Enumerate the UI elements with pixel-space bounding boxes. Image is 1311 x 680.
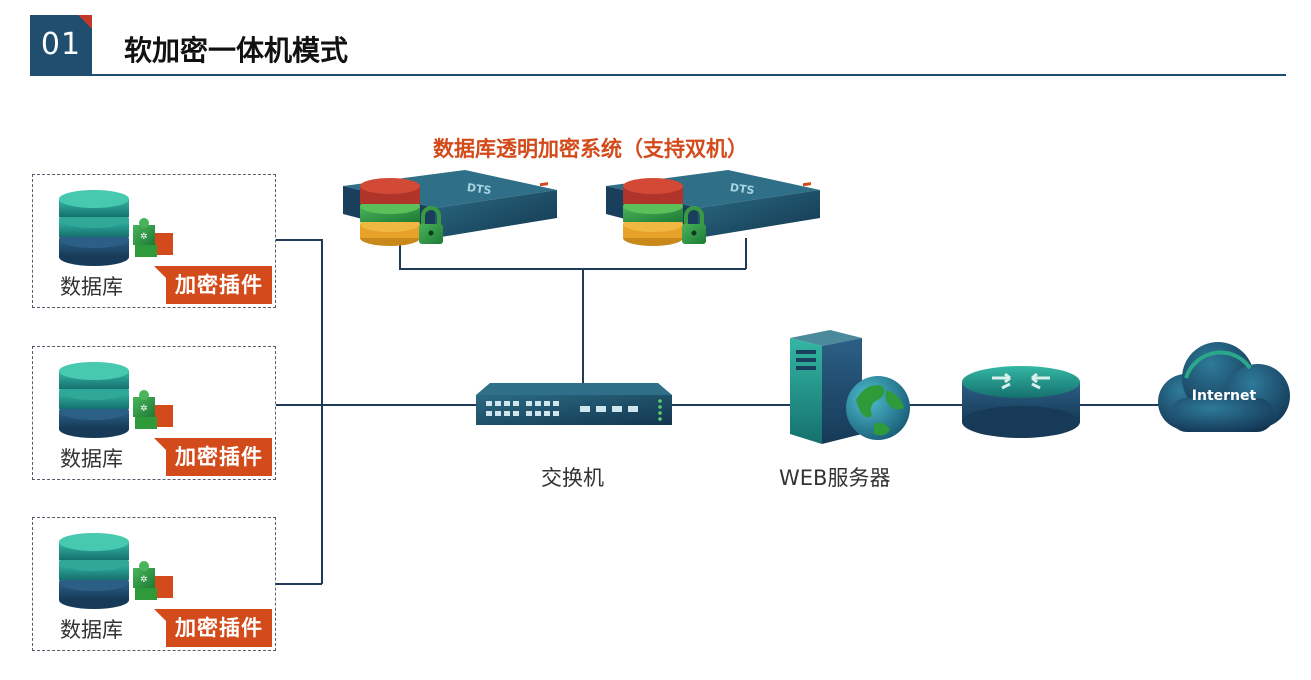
encryption-plugin-badge: 加密插件 — [154, 438, 272, 476]
database-node-1: ✲ 数据库 加密插件 — [32, 174, 276, 308]
header-divider — [30, 74, 1286, 76]
wire-router-to-cloud — [1078, 404, 1163, 406]
wire-db3 — [276, 583, 322, 585]
web-server — [790, 330, 910, 444]
cloud-icon: Internet — [1158, 342, 1290, 432]
database-label: 数据库 — [60, 275, 123, 299]
wire-db1 — [276, 239, 322, 241]
page-title: 软加密一体机模式 — [124, 34, 349, 67]
dts-appliance-2: DTS — [606, 170, 820, 246]
database-label: 数据库 — [60, 618, 123, 642]
router-icon — [962, 366, 1080, 438]
svg-text:✲: ✲ — [140, 575, 148, 585]
dts-appliance-1: DTS — [343, 170, 557, 246]
wire-switch-to-server — [668, 404, 798, 406]
globe-icon — [846, 376, 910, 440]
badge-fold-corner — [78, 15, 92, 29]
dts-device-text: DTS — [466, 181, 492, 197]
database-icon: ✲ — [59, 533, 173, 609]
section-number-badge: 01 — [30, 15, 92, 75]
web-server-label: WEB服务器 — [779, 466, 891, 490]
wire-dts2-drop — [745, 238, 747, 269]
svg-text:✲: ✲ — [140, 232, 148, 242]
wire-dts-to-switch — [582, 268, 584, 386]
wire-dts-bus — [399, 268, 746, 270]
wire-server-to-router — [905, 404, 965, 406]
switch-icon — [476, 383, 672, 425]
database-icon: ✲ — [59, 190, 173, 266]
plugin-label: 加密插件 — [175, 445, 263, 469]
lock-icon — [419, 206, 443, 244]
plugin-label: 加密插件 — [175, 273, 263, 297]
database-node-3: ✲ 数据库 加密插件 — [32, 517, 276, 651]
database-icon — [360, 178, 420, 246]
dts-system-title: 数据库透明加密系统（支持双机） — [433, 137, 748, 161]
lock-icon — [682, 206, 706, 244]
server-icon — [790, 330, 862, 444]
puzzle-icon: ✲ — [133, 218, 173, 257]
badge-notch — [154, 266, 166, 278]
encryption-plugin-badge: 加密插件 — [154, 609, 272, 647]
database-icon: ✲ — [59, 362, 173, 438]
wire-db-trunk — [321, 239, 323, 584]
database-node-2: ✲ 数据库 加密插件 — [32, 346, 276, 480]
puzzle-icon: ✲ — [133, 561, 173, 600]
database-icon — [623, 178, 683, 246]
badge-notch — [154, 609, 166, 621]
encryption-plugin-badge: 加密插件 — [154, 266, 272, 304]
puzzle-icon: ✲ — [133, 390, 173, 429]
section-number: 01 — [40, 27, 82, 62]
switch-label: 交换机 — [541, 466, 604, 490]
wire-db-to-switch — [276, 404, 481, 406]
wire-dts1-drop — [399, 238, 401, 269]
plugin-label: 加密插件 — [175, 616, 263, 640]
database-label: 数据库 — [60, 447, 123, 471]
badge-notch — [154, 438, 166, 450]
svg-text:✲: ✲ — [140, 404, 148, 414]
dts-device-text: DTS — [729, 181, 755, 197]
internet-label: Internet — [1192, 388, 1257, 404]
